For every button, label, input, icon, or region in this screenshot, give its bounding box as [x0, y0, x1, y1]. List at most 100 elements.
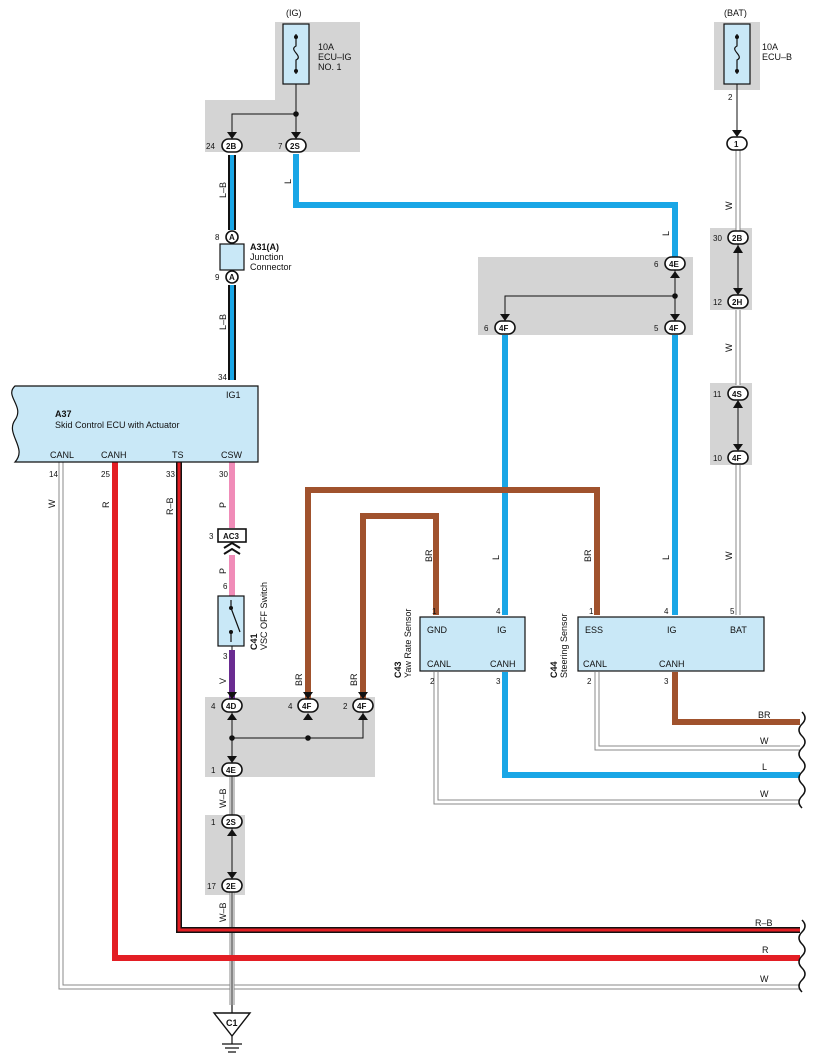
pin-33: 33 [166, 470, 175, 479]
pin-4-4f: 4 [288, 702, 293, 711]
pin-11: 11 [713, 390, 722, 399]
pin-3-yaw: 3 [496, 677, 501, 686]
fuse-b-pin: 2 [728, 93, 733, 102]
pin-34: 34 [218, 373, 227, 382]
wire-label-r-ecu: R [101, 501, 111, 508]
pin-17: 17 [207, 882, 216, 891]
fuse-ecu-b-box [723, 23, 751, 85]
bat-power-label: (BAT) [724, 8, 747, 18]
junction-connector-a31 [219, 243, 245, 271]
switch-id: C41 [249, 633, 259, 650]
wire-r-canh [112, 462, 800, 961]
ecu-pin-ig1: IG1 [226, 390, 241, 400]
wire-label-w-right-3: W [760, 974, 769, 984]
pin-6-4f: 6 [484, 324, 489, 333]
conn-4f-bat: 4F [732, 454, 741, 463]
pin-25: 25 [101, 470, 110, 479]
pin-30-ecu: 30 [219, 470, 228, 479]
wire-label-r-right: R [762, 945, 769, 955]
conn-4f-br2: 4F [357, 702, 366, 711]
ecu-pin-canh: CANH [101, 450, 127, 460]
ecu-a37-box [11, 385, 259, 463]
steer-id: C44 [549, 661, 559, 678]
connectors [217, 136, 749, 893]
conn-2s-bottom: 2S [226, 818, 236, 827]
wire-label-w-ecu: W [47, 499, 57, 508]
ig-fuse-block [205, 22, 360, 152]
wire-label-l-3: L [491, 555, 501, 560]
wire-label-lb-bottom: L–B [218, 314, 228, 330]
pin-2-4f: 2 [343, 702, 348, 711]
wire-label-w-3: W [724, 551, 734, 560]
fuse-ig-line2: ECU–IG [318, 52, 352, 62]
pin-4-yaw: 4 [496, 607, 501, 616]
conn-2e: 2E [226, 882, 236, 891]
ig-power-label: (IG) [286, 8, 302, 18]
steer-pin-canl: CANL [583, 659, 607, 669]
pin-1-2s: 1 [211, 818, 216, 827]
pin-5-steer: 5 [730, 607, 735, 616]
pin-2-steer: 2 [587, 677, 592, 686]
pin-12: 12 [713, 298, 722, 307]
wire-label-p-1: P [218, 502, 228, 508]
conn-4s: 4S [732, 390, 742, 399]
ecu-pin-canl: CANL [50, 450, 74, 460]
conn-4e-bottom: 4E [226, 766, 236, 775]
wire-label-w-right-1: W [760, 736, 769, 746]
conn-2s: 2S [290, 142, 300, 151]
pin-4-steer: 4 [664, 607, 669, 616]
pin-7: 7 [278, 142, 283, 151]
conn-2h: 2H [732, 298, 742, 307]
yaw-name: Yaw Rate Sensor [403, 609, 413, 678]
ecu-pin-csw: CSW [221, 450, 243, 460]
steering-sensor-box [577, 616, 765, 672]
yaw-pin-canh: CANH [490, 659, 516, 669]
wire-br-gnd [360, 513, 439, 700]
wire-label-wb-1: W–B [218, 788, 228, 808]
yaw-pin-ig: IG [497, 625, 507, 635]
fuse-b-line2: ECU–B [762, 52, 792, 62]
conn-2b-right: 2B [732, 234, 742, 243]
wire-label-l-1: L [283, 179, 293, 184]
pin-1-4e: 1 [211, 766, 216, 775]
switch-name: VSC OFF Switch [259, 582, 269, 650]
ecu-id: A37 [55, 409, 72, 419]
steer-pin-ig: IG [667, 625, 677, 635]
wire-br-ess [305, 487, 600, 700]
conn-1: 1 [734, 140, 739, 149]
yaw-pin-gnd: GND [427, 625, 448, 635]
ecu-name: Skid Control ECU with Actuator [55, 420, 180, 430]
wire-label-l-right: L [762, 762, 767, 772]
wire-l-yaw-canh [502, 672, 800, 778]
wire-label-br-right: BR [758, 710, 771, 720]
pin-30: 30 [713, 234, 722, 243]
wire-label-v: V [218, 678, 228, 684]
pin-5-4f: 5 [654, 324, 659, 333]
pin-24: 24 [206, 142, 215, 151]
steer-pin-bat: BAT [730, 625, 747, 635]
pin-10: 10 [713, 454, 722, 463]
wire-label-p-2: P [218, 568, 228, 574]
junction-name-2: Connector [250, 262, 292, 272]
fuse-ecu-b-symbol [734, 34, 740, 74]
pin-2-yaw: 2 [430, 677, 435, 686]
conn-4f-br1: 4F [302, 702, 311, 711]
conn-a-top: A [229, 233, 235, 242]
wire-l-ig-to-steering [293, 154, 678, 258]
pin-3-steer: 3 [664, 677, 669, 686]
wire-label-w-right-2: W [760, 789, 769, 799]
wire-rb-ts [177, 462, 800, 932]
yaw-id: C43 [393, 661, 403, 678]
conn-2b: 2B [226, 142, 236, 151]
wire-label-br-3: BR [424, 549, 434, 562]
pin-14: 14 [49, 470, 58, 479]
conn-4f-left: 4F [499, 324, 508, 333]
yaw-rate-sensor-box [419, 616, 526, 672]
yaw-pin-canl: CANL [427, 659, 451, 669]
pin-1-steer: 1 [589, 607, 594, 616]
junction-name-1: Junction [250, 252, 284, 262]
wire-label-wb-2: W–B [218, 902, 228, 922]
conn-ac3: AC3 [223, 532, 240, 541]
wire-label-lb-top: L–B [218, 182, 228, 198]
